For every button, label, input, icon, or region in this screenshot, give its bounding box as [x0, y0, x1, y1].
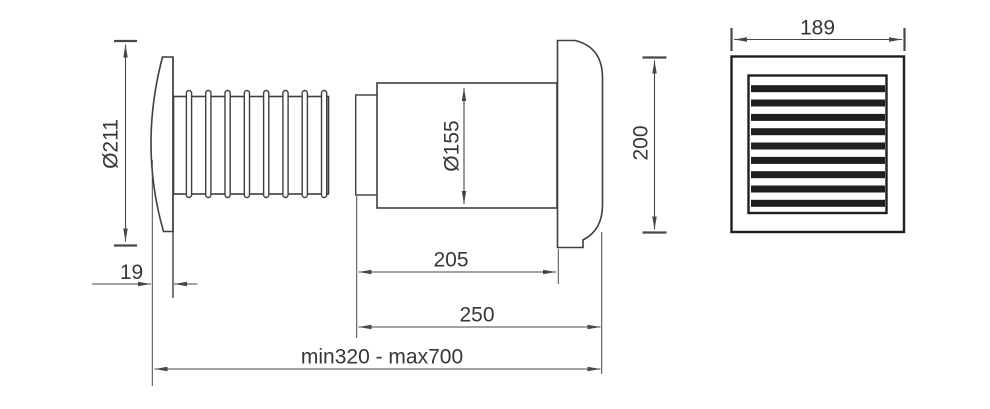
duct-ring: [320, 89, 328, 199]
duct-ring: [185, 89, 193, 199]
grille-louver: [751, 199, 885, 207]
grille-louver: [751, 185, 885, 193]
dim-label-wall-tube-length: 250: [459, 304, 494, 327]
side-view: Ø211 Ø155 200 19 205 250 min320 - max700: [92, 39, 667, 386]
grille-louver: [751, 113, 885, 121]
dim-label-inner-cover-diameter: Ø211: [100, 119, 123, 169]
duct-ring: [262, 89, 270, 199]
duct-ring: [204, 89, 212, 199]
grille-louver: [751, 99, 885, 107]
grille-louver: [751, 171, 885, 179]
dim-label-telescopic-range: min320 - max700: [301, 346, 463, 369]
front-view-grille: 189: [730, 17, 906, 234]
grille-louver: [751, 142, 885, 150]
duct-ring: [224, 89, 231, 199]
grille-louvers: [751, 85, 885, 207]
grille-louver: [751, 128, 885, 136]
dim-label-grille-width: 189: [800, 17, 835, 40]
duct-ring: [301, 89, 309, 199]
duct-ring: [282, 89, 289, 199]
dim-label-cover-depth: 19: [120, 261, 143, 284]
grille-louver: [751, 85, 885, 93]
exterior-cover: [556, 39, 604, 249]
telescopic-tube: [355, 94, 379, 196]
grille-louver: [751, 156, 885, 164]
interior-cover: [150, 56, 174, 233]
dim-label-fan-unit-length: 205: [433, 249, 468, 272]
duct-rings: [185, 89, 328, 199]
dim-label-tube-diameter: Ø155: [441, 120, 464, 171]
fan-unit-body: [376, 82, 558, 209]
dim-label-outer-cover-height: 200: [630, 125, 653, 160]
duct-ring: [243, 89, 251, 199]
